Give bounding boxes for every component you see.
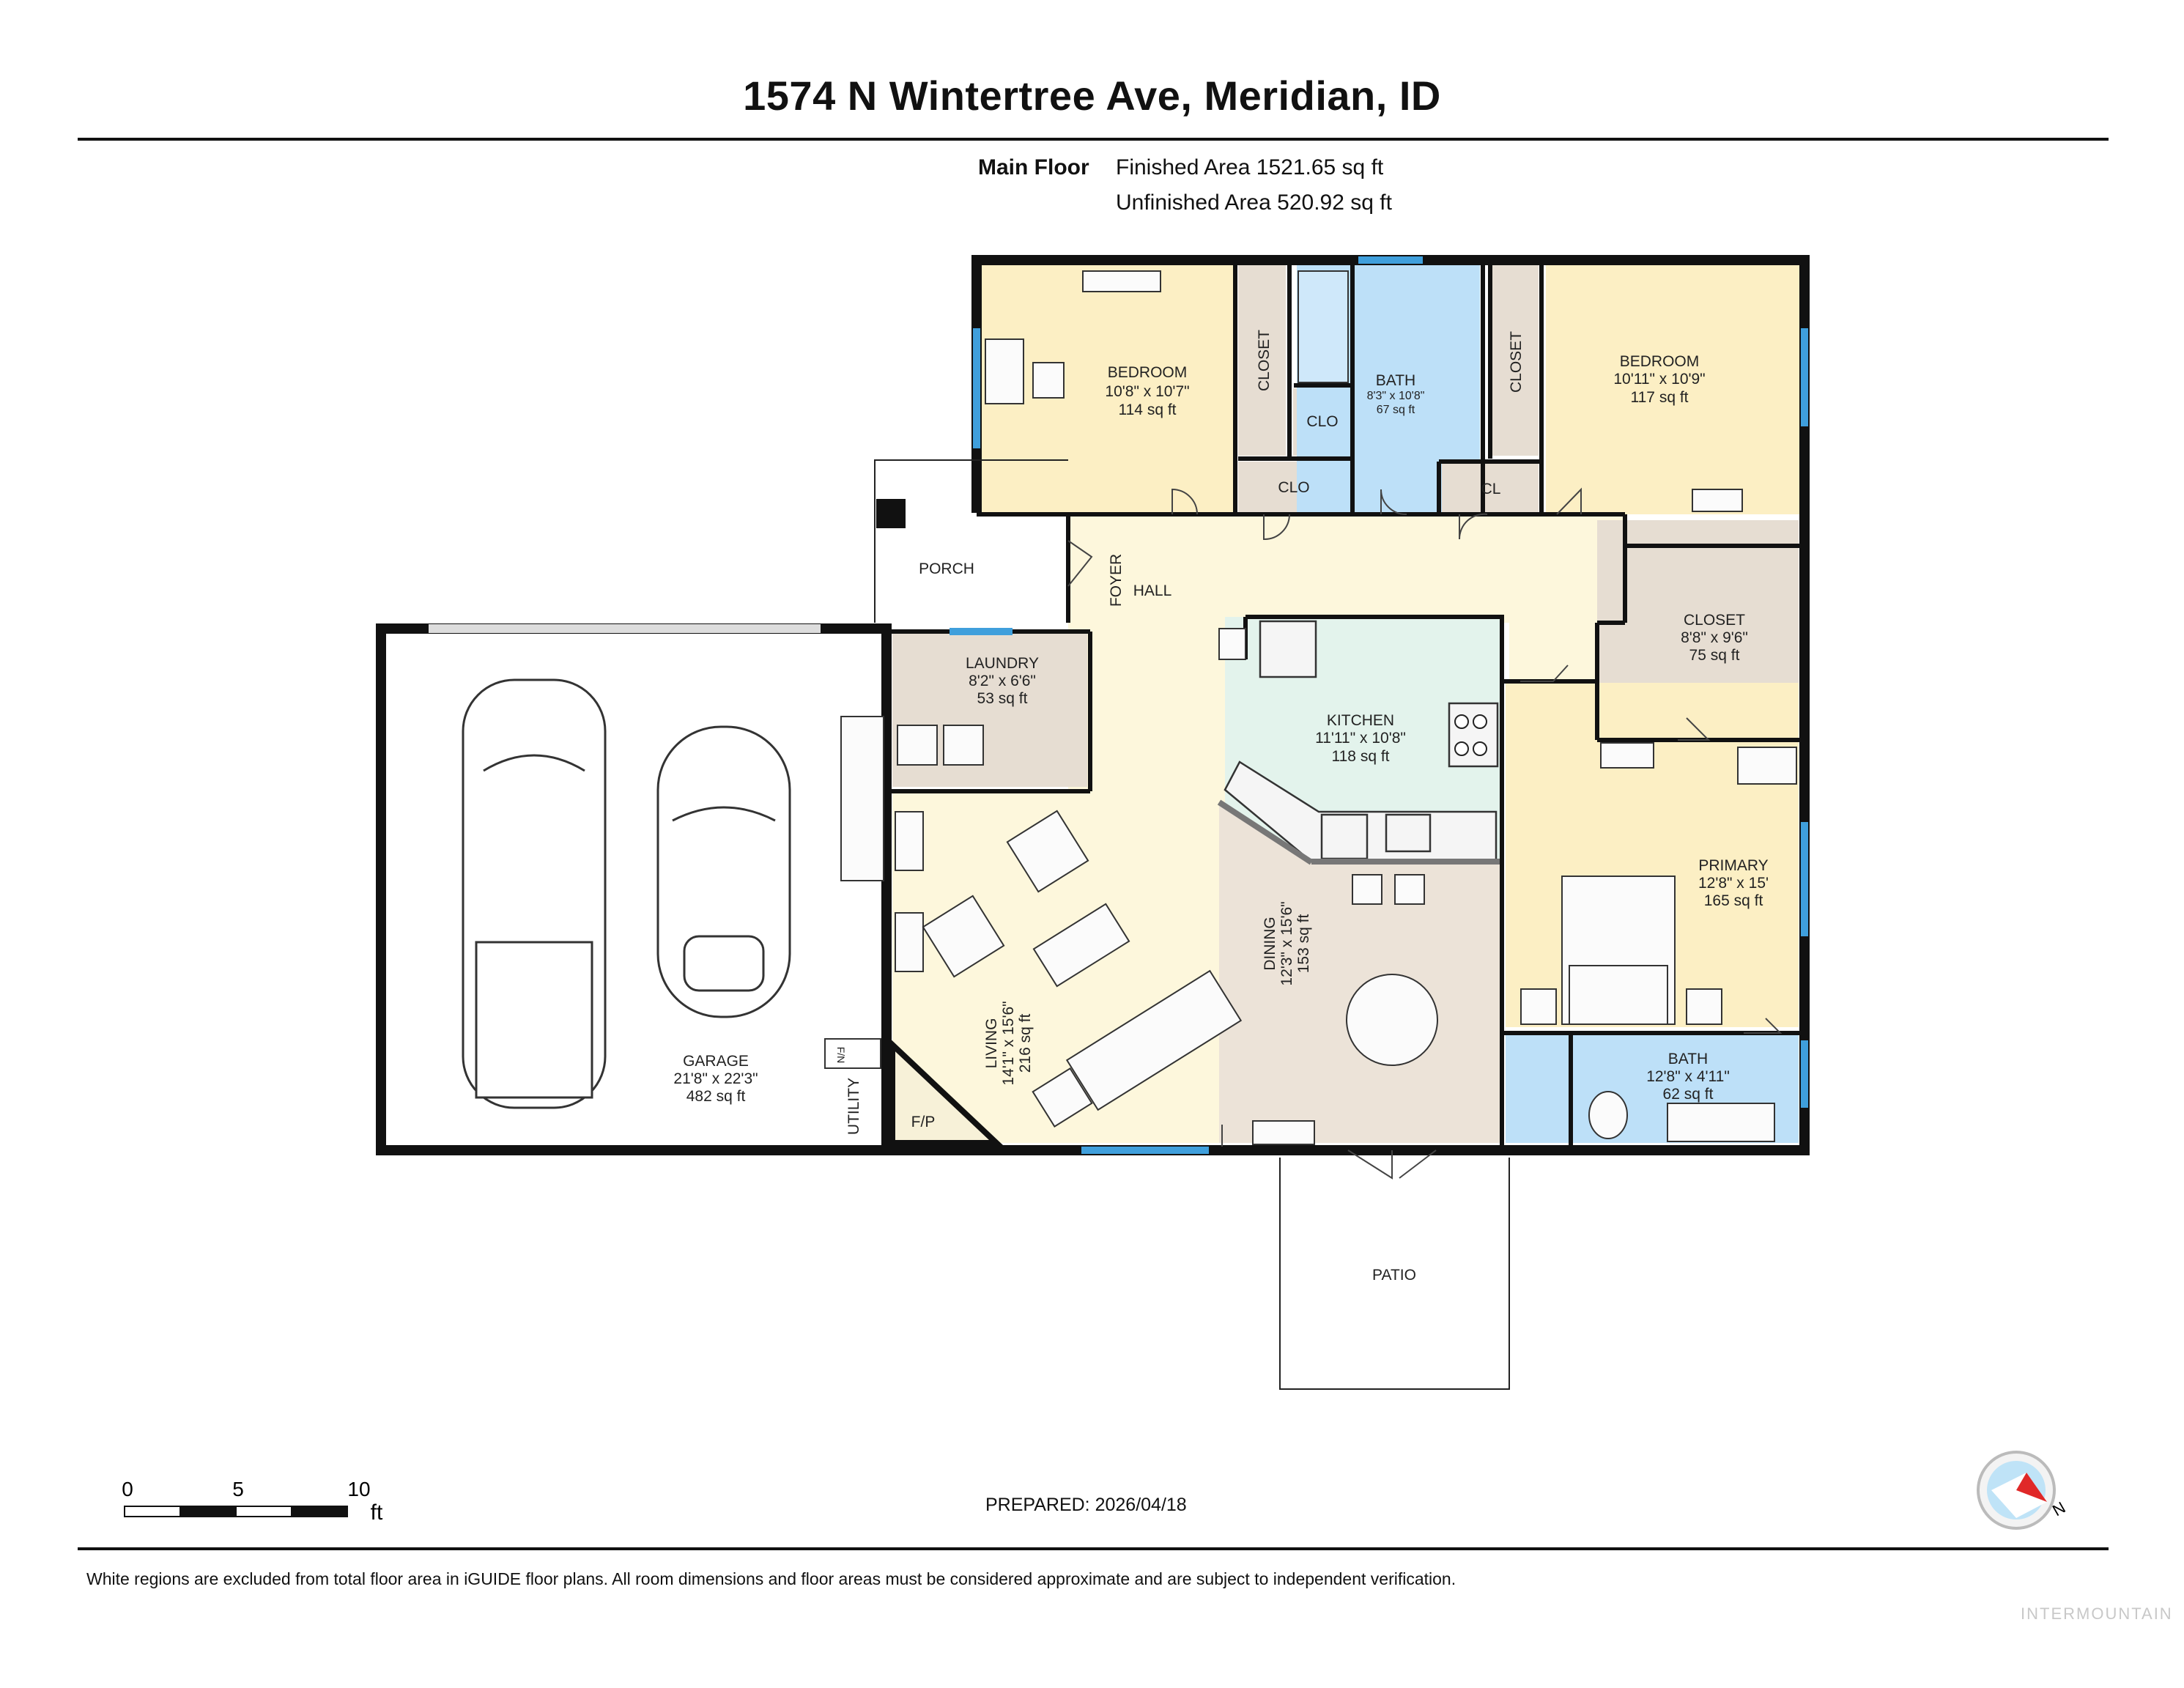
bath1-dims: 8'3" x 10'8" [1367,390,1425,402]
closet3-name: CLOSET [1684,612,1745,629]
primary-name: PRIMARY [1698,857,1768,874]
living-name: LIVING [983,1018,1000,1069]
bath2-name: BATH [1668,1051,1708,1067]
hall-name: HALL [1133,582,1172,599]
furniture [840,270,1797,1145]
windows [950,256,1808,1154]
bedroom2-area: 117 sq ft [1631,389,1689,406]
fn-box [824,1038,881,1069]
scale-tick-0: 0 [122,1478,133,1500]
prepared-date: PREPARED: 2026/04/18 [985,1495,1187,1515]
cl-fill [1442,462,1539,514]
closet1-name: CLOSET [1256,330,1273,391]
disclaimer: White regions are excluded from total fl… [86,1569,1456,1588]
kitchen-name: KITCHEN [1327,712,1394,729]
truck-icon [462,678,607,1109]
title-rule [78,138,2109,141]
kitchen-dims: 11'11" x 10'8" [1315,730,1406,747]
stove-icon [1454,714,1487,756]
scale-tick-10: 10 [347,1478,370,1500]
porch-name: PORCH [919,560,974,577]
page-title: 1574 N Wintertree Ave, Meridian, ID [743,73,1441,119]
living-dims: 14'1" x 15'6" [1000,1001,1017,1085]
scale-unit: ft [371,1500,383,1525]
fireplace [889,1037,1004,1146]
kitchen-counter [1224,620,1499,863]
car-icon [656,725,791,1018]
watermark: INTERMOUNTAIN [2021,1604,2173,1623]
bedroom1-dims: 10'8" x 10'7" [1105,383,1189,400]
garage-area: 482 sq ft [686,1088,746,1105]
bath1-area: 67 sq ft [1377,404,1415,416]
porch-post [876,499,906,528]
finished-area: Finished Area 1521.65 sq ft [1116,155,1384,179]
patio-name: PATIO [1372,1267,1416,1284]
clo1-name: CLO [1306,413,1338,430]
bedroom1-name: BEDROOM [1108,364,1188,381]
kitchen-area: 118 sq ft [1332,748,1390,765]
bedroom2-dims: 10'11" x 10'9" [1613,371,1705,388]
fn-name: F/N [835,1047,847,1064]
laundry-area: 53 sq ft [977,690,1028,707]
living-area: 216 sq ft [1017,1014,1034,1073]
floor-label: Main Floor [978,155,1089,179]
garage-fill [381,632,886,1144]
foyer-name: FOYER [1108,554,1125,607]
door-swings [1067,487,1783,1180]
bath2-dims: 12'8" x 4'11" [1646,1068,1730,1085]
footer-rule [78,1547,2109,1550]
dining-name: DINING [1262,917,1278,971]
closet1-fill [1238,262,1286,456]
garage-name: GARAGE [683,1053,749,1070]
closet2-fill [1491,262,1539,456]
tub-fill [1298,270,1349,383]
scale-bar [124,1506,348,1517]
kitchen-peninsula-edge [1217,799,1314,865]
fp-name: F/P [911,1114,936,1130]
closet3-area: 75 sq ft [1689,647,1740,664]
garage-dims: 21'8" x 22'3" [673,1070,758,1087]
bedroom2-name: BEDROOM [1620,353,1700,370]
dining-fill [1219,802,1500,1143]
closet2-name: CLOSET [1508,331,1525,393]
unfinished-area: Unfinished Area 520.92 sq ft [1116,190,1392,215]
exterior-outlines [874,459,1510,1390]
bath1-name: BATH [1376,372,1415,389]
primary-dims: 12'8" x 15' [1698,875,1769,892]
bedroom2-fill [1546,262,1800,514]
bath2-area: 62 sq ft [1663,1086,1714,1103]
utility-name: UTILITY [845,1078,862,1135]
bedroom1-area: 114 sq ft [1119,401,1177,418]
living-fill [892,623,1219,1143]
laundry-dims: 8'2" x 6'6" [969,673,1036,689]
primary-area: 165 sq ft [1704,892,1763,909]
clo2-name: CLO [1278,479,1309,496]
cl-name: CL [1481,481,1501,497]
laundry-name: LAUNDRY [966,655,1039,672]
dining-dims: 12'3" x 15'6" [1278,901,1295,985]
closet3-dims: 8'8" x 9'6" [1681,629,1748,646]
scale-tick-5: 5 [232,1478,244,1500]
dining-area: 153 sq ft [1295,914,1312,974]
compass-icon [1977,1451,2056,1530]
